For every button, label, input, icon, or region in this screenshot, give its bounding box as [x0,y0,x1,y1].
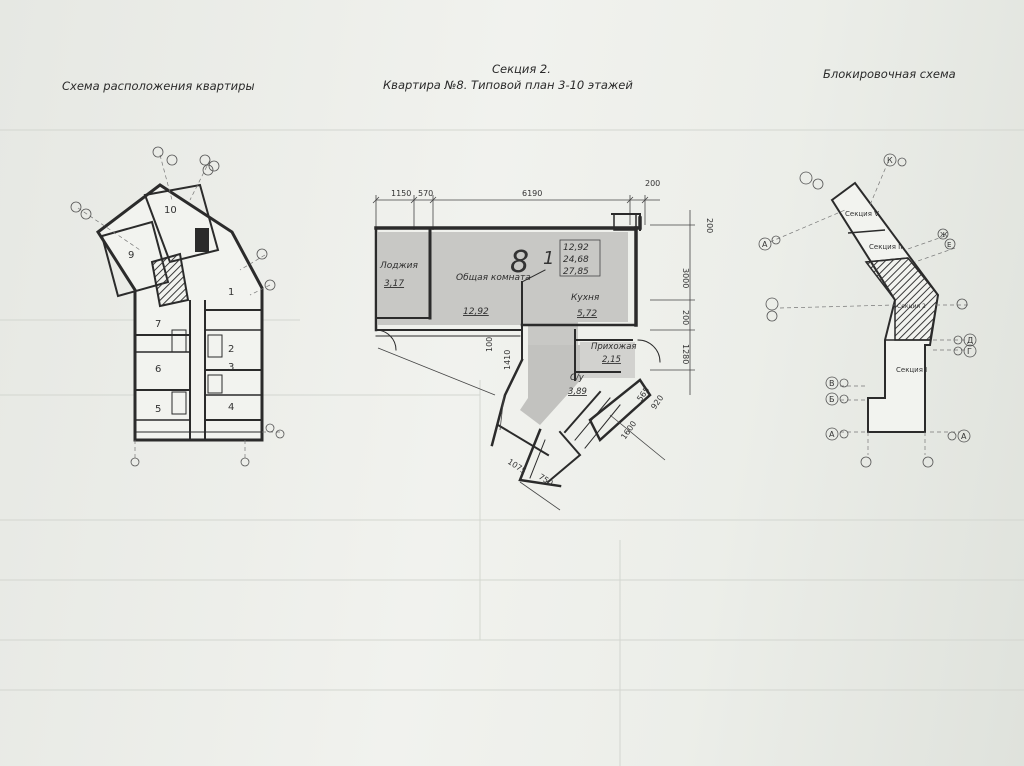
room-bath-area: 3,89 [568,387,587,397]
axis-v: В [829,379,835,388]
block-section-2: Секция 2 [897,303,926,310]
axis-k: К [887,156,893,165]
axis-e: Е [947,241,951,249]
site-room-4: 4 [228,402,234,413]
room-kitchen-area: 5,72 [577,309,597,319]
axis-a-top: А [762,240,768,249]
room-hall-area: 2,15 [602,355,621,365]
section-title: Секция 2. [492,62,551,76]
apartment-number: 8 [510,245,529,280]
block-section-i: Секция I [896,366,927,374]
useful-area: 24,68 [563,255,589,265]
dim-1075: 1075 [506,457,528,476]
dim-1410: 1410 [503,350,512,370]
blocking-scheme-title: Блокировочная схема [823,67,956,81]
site-room-2: 2 [228,344,234,355]
background-ghost-lines [0,129,1024,766]
site-room-1: 1 [228,287,234,298]
room-living-area: 12,92 [463,307,489,317]
room-kitchen-label: Кухня [571,293,600,303]
axis-g: Г [967,347,972,356]
dim-1280: 1280 [681,344,690,364]
axis-zh: Ж [940,231,948,239]
room-hall-label: Прихожая [591,342,637,352]
block-section-ii: Секция II [869,243,902,251]
blocking-scheme: Секция V Секция II Секция 2 Секция I К Ж… [758,153,977,468]
site-room-6: 6 [155,364,161,375]
site-room-7: 7 [155,319,161,330]
block-section-v: Секция V [845,210,879,218]
dim-6190: 6190 [522,189,542,198]
dim-1600: 1600 [619,419,638,441]
axis-d: Д [967,336,973,345]
location-scheme-title: Схема расположения квартиры [62,79,255,93]
dim-570: 570 [418,189,433,198]
apartment-plan: 1150 570 6190 200 200 3000 200 1280 [372,179,714,511]
rooms-count: 1 [543,248,554,269]
site-room-5: 5 [155,404,161,415]
axis-a-right: А [961,432,967,441]
dim-200-mid: 200 [681,310,690,325]
total-area: 27,85 [563,267,589,277]
room-living-label: Общая комната [456,273,531,283]
dim-200-right: 200 [705,218,714,233]
dim-1150: 1150 [391,189,411,198]
room-bath-label: С/у [570,373,585,383]
dim-920: 920 [649,393,665,411]
axis-b: Б [829,395,835,404]
site-room-3: 3 [228,362,234,373]
dim-3000: 3000 [681,268,690,288]
apartment-title: Квартира №8. Типовой план 3-10 этажей [383,78,633,92]
living-area: 12,92 [563,243,589,253]
site-location-plan: 10 9 1 7 2 6 3 5 4 [70,146,285,467]
dim-200-top: 200 [645,179,660,188]
site-room-10: 10 [164,205,177,216]
area-box [559,239,601,277]
axis-a-left: А [829,430,835,439]
site-room-9: 9 [128,250,134,261]
dim-100: 100 [485,337,494,352]
room-loggia-label: Лоджия [379,261,418,271]
room-loggia-area: 3,17 [384,279,404,289]
